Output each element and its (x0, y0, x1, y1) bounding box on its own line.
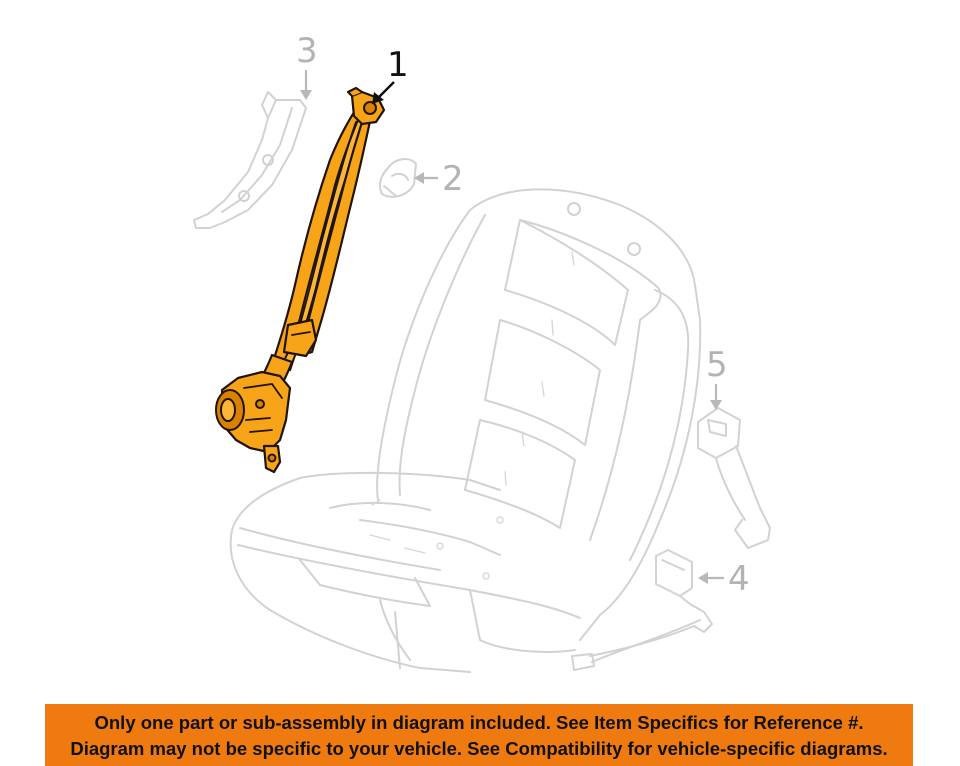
callout-3: 3 (296, 31, 318, 100)
pillar-bracket-part (193, 91, 307, 229)
callout-2: 2 (414, 159, 464, 199)
disclaimer-banner: Only one part or sub-assembly in diagram… (45, 704, 913, 766)
callout-4: 4 (698, 559, 750, 599)
callout-3-label: 3 (296, 31, 318, 71)
seat-outline (229, 188, 702, 673)
callout-2-label: 2 (442, 159, 464, 199)
callout-1: 1 (372, 45, 409, 104)
callout-1-label: 1 (387, 45, 409, 85)
disclaimer-line-1: Only one part or sub-assembly in diagram… (94, 712, 864, 733)
seat-belt-retractor-part (215, 86, 386, 474)
callout-5: 5 (706, 345, 728, 410)
parts-diagram: 1 2 3 4 5 (193, 31, 771, 673)
callout-4-label: 4 (728, 559, 750, 599)
center-buckle-part (697, 407, 771, 549)
guide-cover-part (379, 158, 417, 198)
disclaimer-line-2: Diagram may not be specific to your vehi… (70, 738, 888, 759)
buckle-sensor-part (571, 549, 713, 671)
callout-5-label: 5 (706, 345, 728, 385)
